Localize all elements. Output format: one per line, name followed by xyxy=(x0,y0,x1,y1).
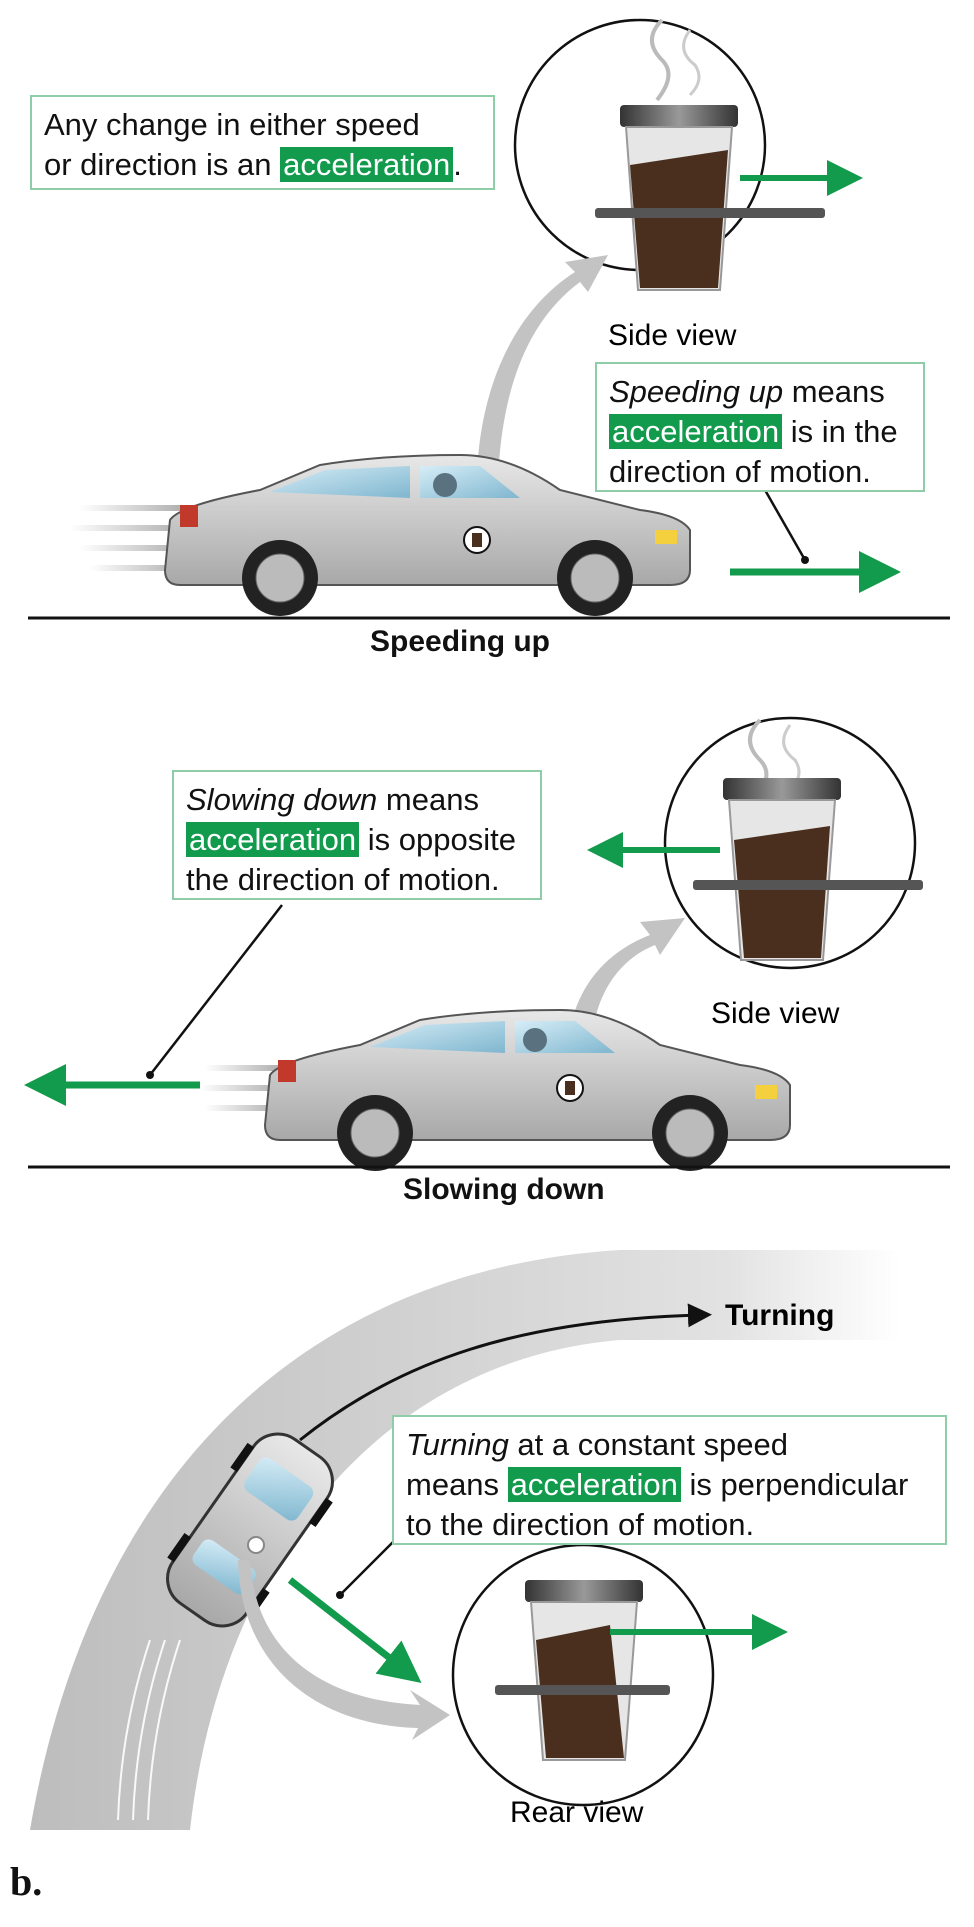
slowing-note-after-italic: means xyxy=(377,782,479,817)
slowing-section: Side view xyxy=(24,716,950,1171)
speeding-callout: Speeding up means acceleration is in the… xyxy=(595,362,925,492)
slowing-note-italic: Slowing down xyxy=(186,782,378,817)
panel-letter: b. xyxy=(10,1859,43,1904)
turning-rear-view-label: Rear view xyxy=(510,1796,644,1829)
speeding-cup-inset xyxy=(513,18,863,291)
speeding-acceleration-highlight: acceleration xyxy=(609,414,783,449)
slowing-title: Slowing down xyxy=(403,1173,605,1206)
turning-acceleration-highlight: acceleration xyxy=(507,1467,681,1502)
turning-section: Turning Rear view xyxy=(30,1250,900,1830)
slowing-side-view-label: Side view xyxy=(711,997,840,1030)
speeding-section: Side view xyxy=(28,18,950,620)
turning-callout: Turning at a constant speed means accele… xyxy=(392,1415,947,1545)
speeding-title: Speeding up xyxy=(370,625,550,658)
slowing-leader-line xyxy=(149,904,283,1076)
speeding-note-after-highlight: is in the xyxy=(782,414,898,449)
turning-note-line3: to the direction of motion. xyxy=(406,1507,755,1542)
speeding-leader-line xyxy=(763,489,807,561)
turning-tire-marks xyxy=(117,1639,181,1821)
turning-cup-inset xyxy=(451,1543,788,1807)
turning-zoom-arrow xyxy=(238,1560,450,1740)
speeding-side-view-label: Side view xyxy=(608,319,737,352)
intro-line2-prefix: or direction is an xyxy=(44,147,272,182)
intro-line1: Any change in either speed xyxy=(44,107,420,142)
turning-note-line2-suffix: is perpendicular xyxy=(680,1467,909,1502)
turning-car-cup-marker xyxy=(247,1536,265,1554)
turning-car-top xyxy=(166,1432,334,1628)
speeding-motion-streaks xyxy=(70,505,190,571)
speeding-note-italic: Speeding up xyxy=(609,374,784,409)
turning-leader-line xyxy=(339,1534,401,1596)
speeding-note-line3: direction of motion. xyxy=(609,454,871,489)
turning-note-after-italic: at a constant speed xyxy=(508,1427,789,1462)
slowing-note-after-highlight: is opposite xyxy=(359,822,516,857)
turning-note-italic: Turning xyxy=(406,1427,509,1462)
turning-accel-arrow xyxy=(287,1577,422,1683)
slowing-note-line3: the direction of motion. xyxy=(186,862,500,897)
intro-line2-suffix: . xyxy=(453,147,462,182)
slowing-cup-inset xyxy=(587,716,923,970)
slowing-car xyxy=(263,1008,791,1171)
slowing-acceleration-highlight: acceleration xyxy=(186,822,360,857)
speeding-car xyxy=(163,453,691,616)
turning-path-arrow xyxy=(299,1303,712,1442)
slowing-callout: Slowing down means acceleration is oppos… xyxy=(172,770,542,900)
speeding-note-after-italic: means xyxy=(783,374,885,409)
turning-path-label: Turning xyxy=(725,1299,834,1332)
intro-callout: Any change in either speed or direction … xyxy=(30,95,495,190)
turning-note-line2-prefix: means xyxy=(406,1467,508,1502)
slowing-motion-streaks xyxy=(200,1065,285,1111)
intro-acceleration-highlight: acceleration xyxy=(280,147,454,182)
